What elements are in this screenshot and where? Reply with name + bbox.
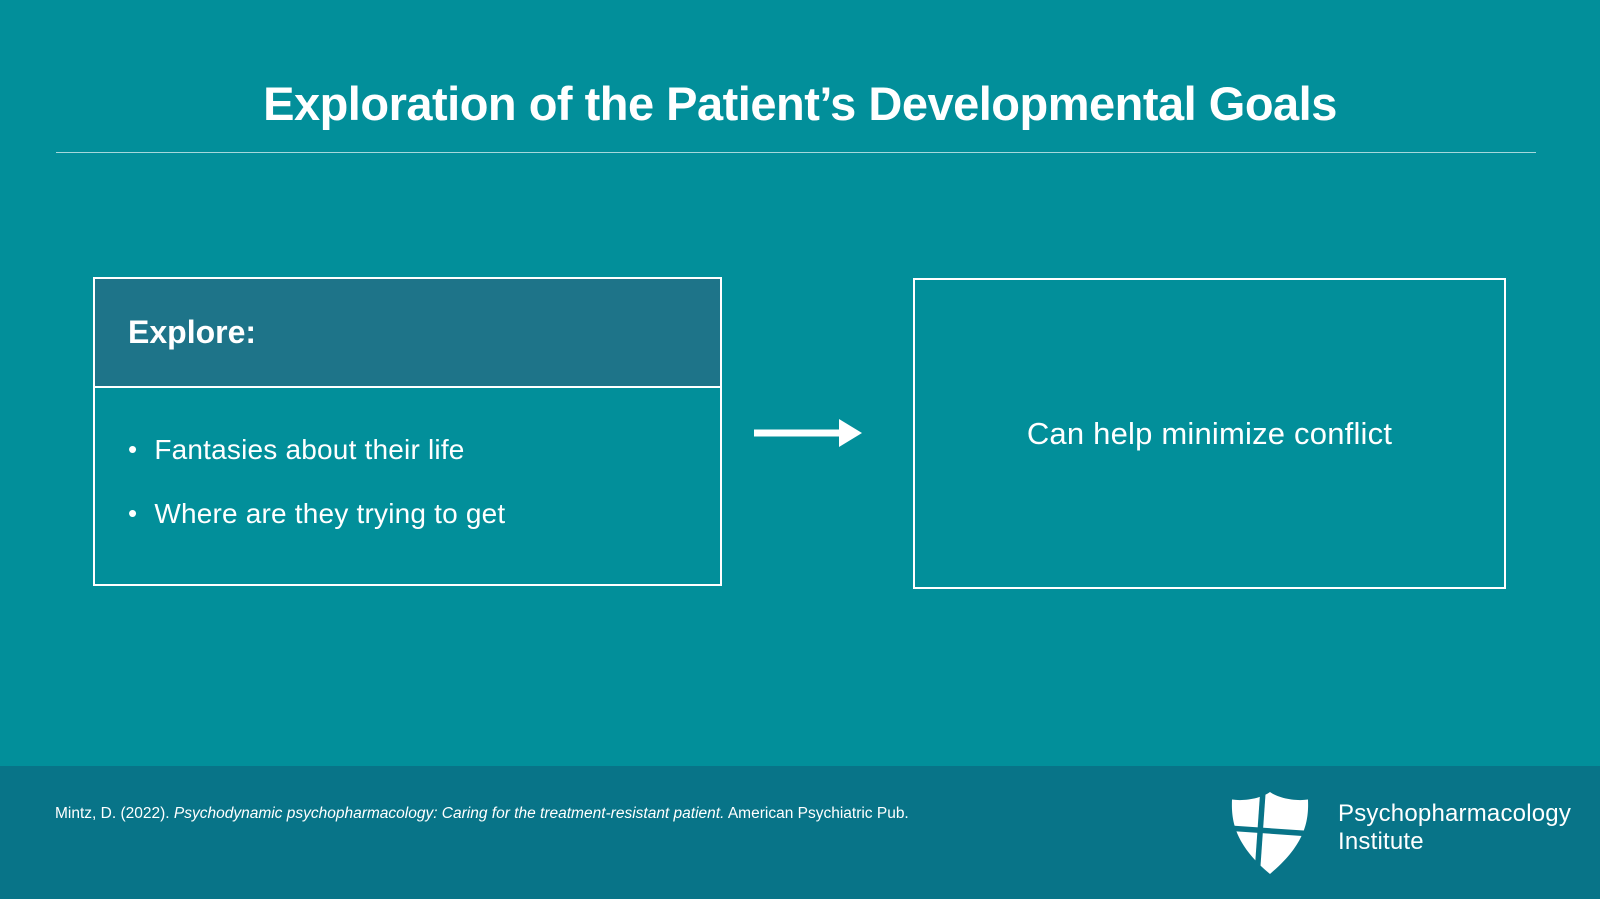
- logo-line1: Psychopharmacology: [1338, 800, 1572, 827]
- explore-box-header: Explore:: [95, 279, 720, 388]
- bullet-text: Where are they trying to get: [154, 498, 506, 529]
- shield-cross-icon: [1222, 784, 1318, 882]
- list-item: • Where are they trying to get: [128, 482, 710, 546]
- result-box: Can help minimize conflict: [913, 278, 1506, 589]
- list-item: • Fantasies about their life: [128, 418, 710, 482]
- citation: Mintz, D. (2022). Psychodynamic psychoph…: [55, 805, 909, 823]
- citation-title: Psychodynamic psychopharmacology: Caring…: [173, 805, 725, 822]
- result-text: Can help minimize conflict: [1026, 415, 1393, 451]
- citation-suffix: American Psychiatric Pub.: [724, 805, 909, 822]
- explore-box-body: • Fantasies about their life • Where are…: [95, 388, 720, 584]
- title-divider: [56, 152, 1536, 153]
- bullet-icon: •: [128, 498, 138, 528]
- bullet-icon: •: [128, 434, 138, 464]
- citation-prefix: Mintz, D. (2022).: [55, 805, 174, 822]
- slide-title: Exploration of the Patient’s Development…: [263, 77, 1337, 130]
- explore-box: Explore: • Fantasies about their life • …: [93, 277, 722, 586]
- footer: [0, 766, 1600, 899]
- logo: Psychopharmacology Institute: [1338, 800, 1571, 856]
- right-arrow-icon: [754, 419, 862, 447]
- logo-line2: Institute: [1338, 828, 1424, 855]
- explore-box-title: Explore:: [128, 314, 257, 350]
- bullet-text: Fantasies about their life: [154, 434, 465, 465]
